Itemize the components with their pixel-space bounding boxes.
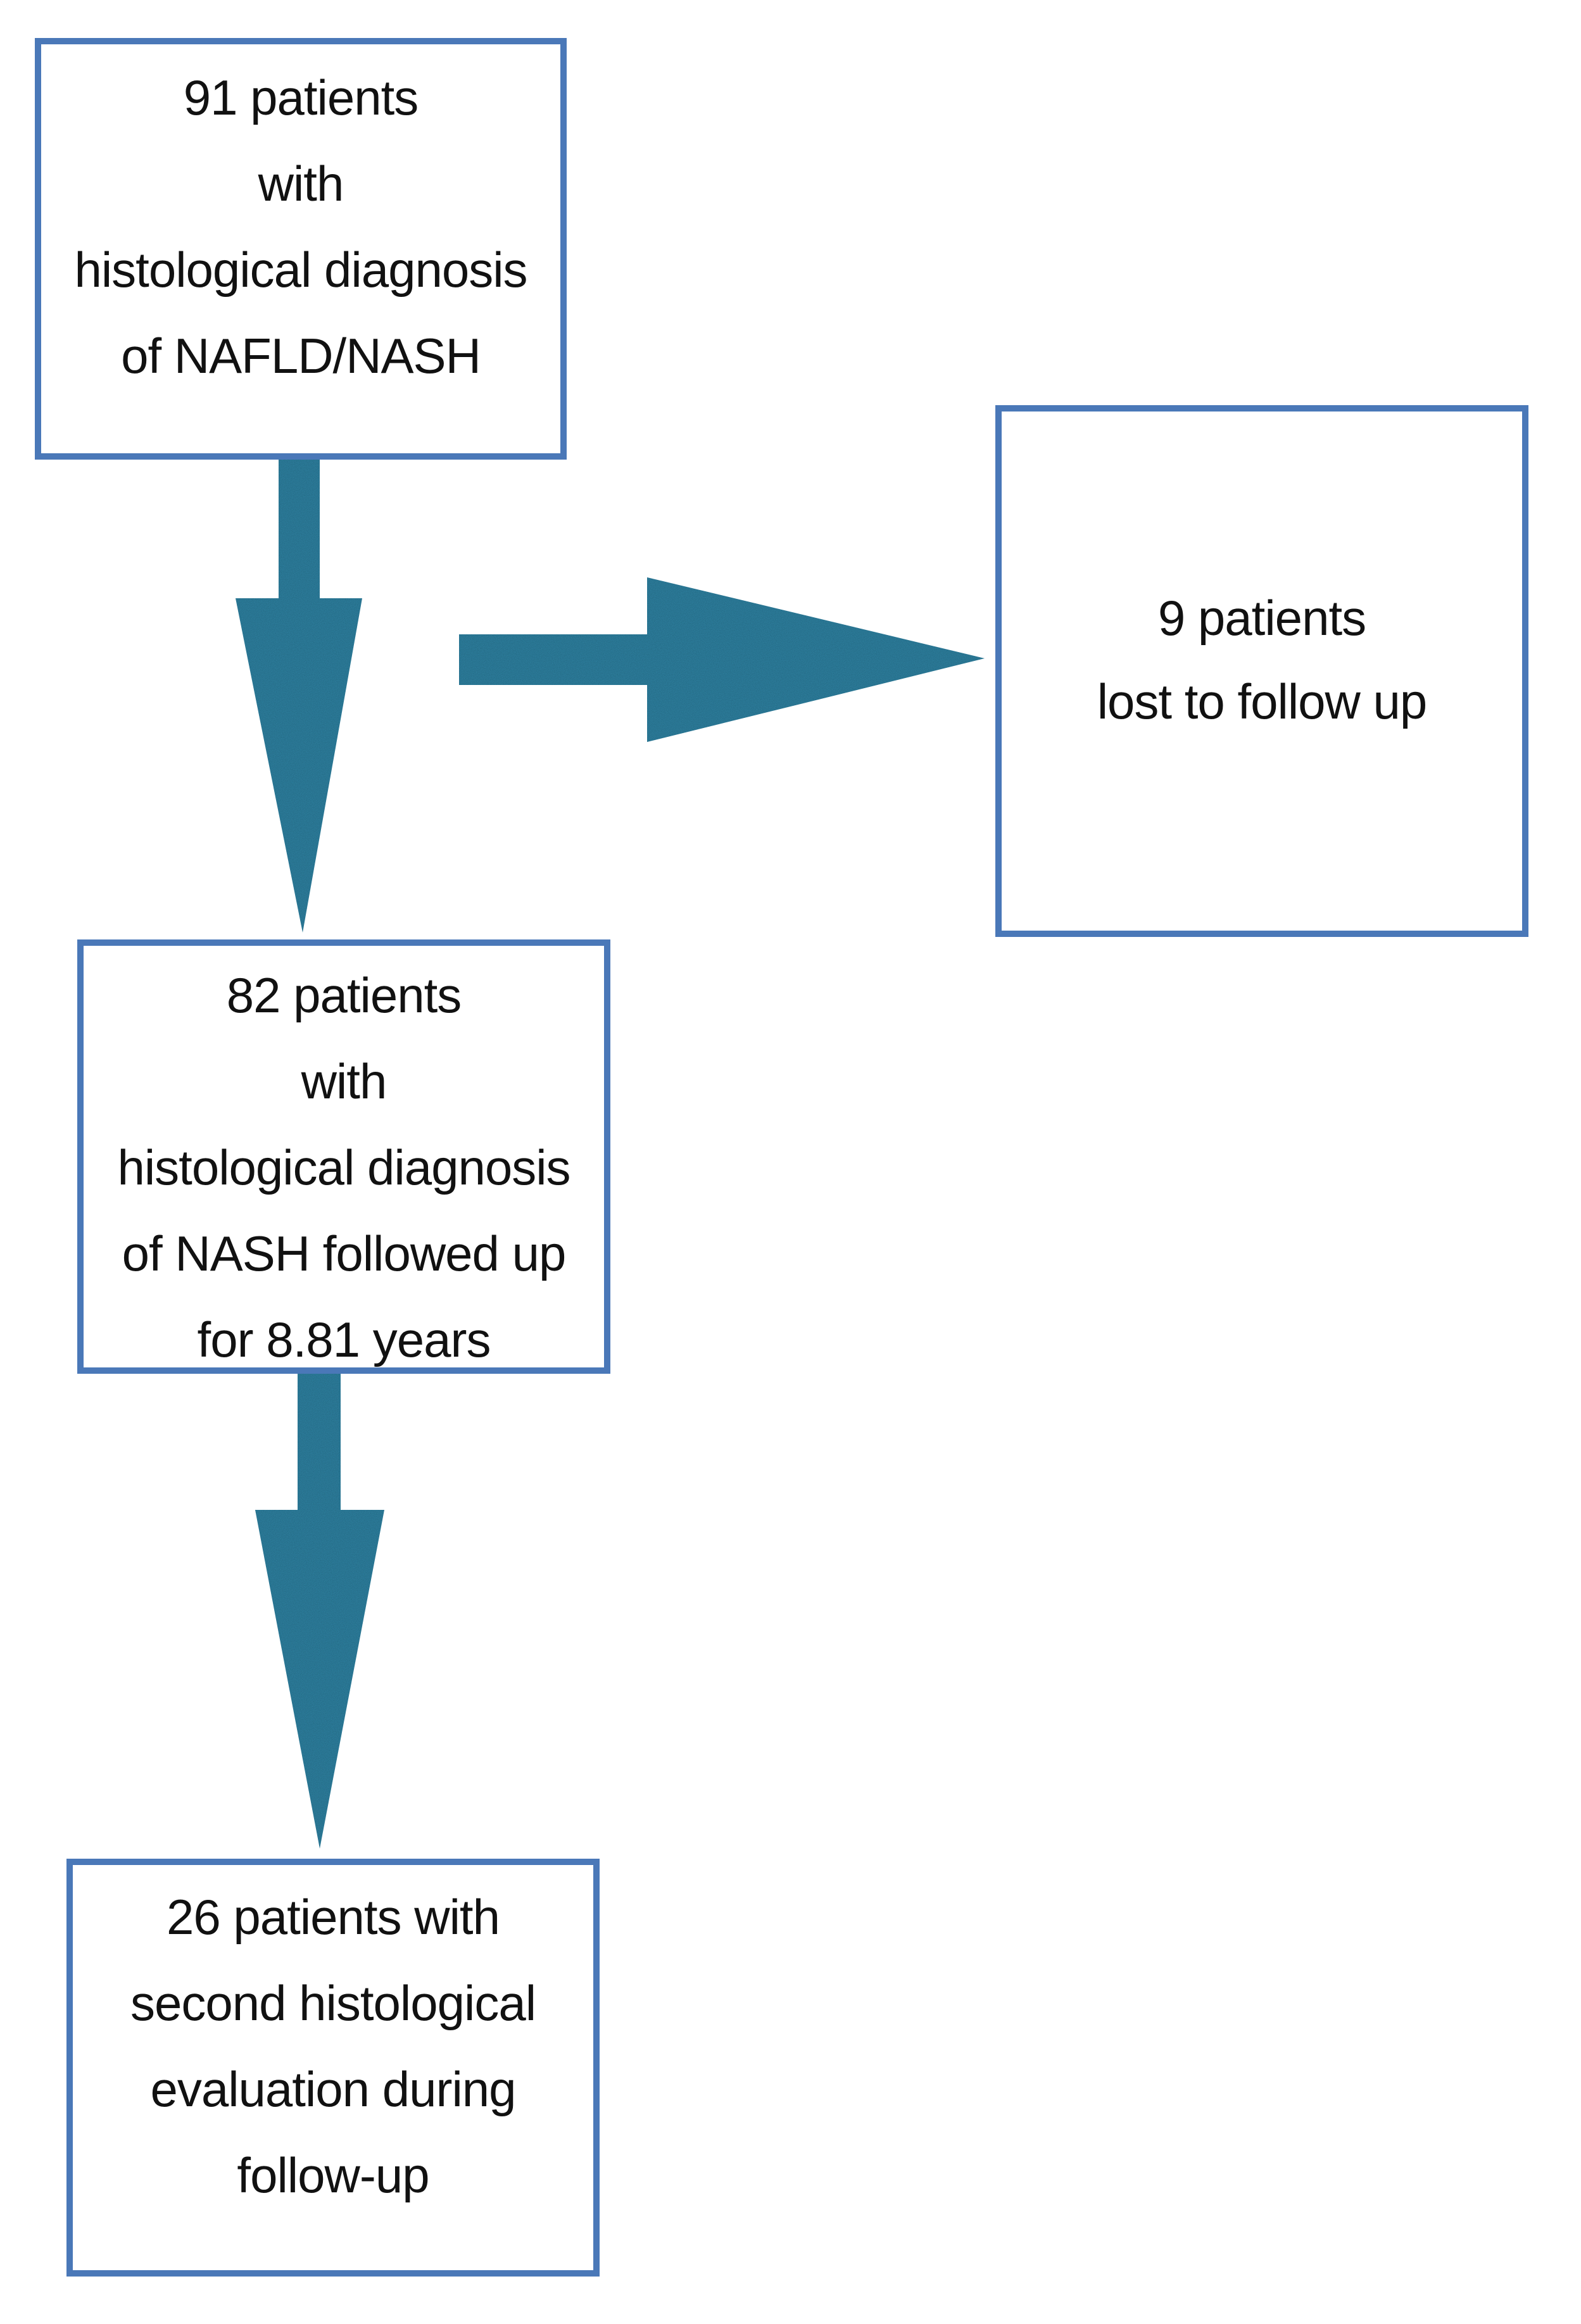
node-lost-line-1: 9 patients bbox=[1157, 590, 1366, 646]
node-second-line-2: second histological bbox=[130, 1975, 536, 2031]
arrow-followed-to-second bbox=[255, 1370, 384, 1849]
node-followed-line-2: with bbox=[301, 1053, 387, 1109]
arrow-initial-to-followed bbox=[236, 457, 362, 933]
node-followed-line-1: 82 patients bbox=[226, 967, 462, 1023]
node-followed-line-5: for 8.81 years bbox=[197, 1312, 491, 1367]
node-second-line-1: 26 patients with bbox=[166, 1889, 500, 1945]
node-initial-line-2: with bbox=[258, 156, 344, 211]
node-followed-line-4: of NASH followed up bbox=[122, 1226, 567, 1281]
node-initial-line-4: of NAFLD/NASH bbox=[121, 328, 481, 384]
node-second-line-3: evaluation during bbox=[150, 2061, 516, 2117]
arrow-initial-to-lost bbox=[459, 577, 985, 742]
node-initial-line-1: 91 patients bbox=[183, 70, 419, 125]
node-second-histology: 26 patients with second histological eva… bbox=[66, 1859, 600, 2277]
node-followed-up-cohort: 82 patients with histological diagnosis … bbox=[77, 939, 610, 1374]
node-followed-line-3: histological diagnosis bbox=[117, 1140, 570, 1195]
node-lost-line-2: lost to follow up bbox=[1097, 674, 1428, 729]
node-lost-to-follow-up: 9 patients lost to follow up bbox=[995, 405, 1528, 937]
node-initial-line-3: histological diagnosis bbox=[74, 242, 527, 298]
node-initial-cohort: 91 patients with histological diagnosis … bbox=[35, 38, 567, 460]
node-second-line-4: follow-up bbox=[237, 2147, 429, 2203]
